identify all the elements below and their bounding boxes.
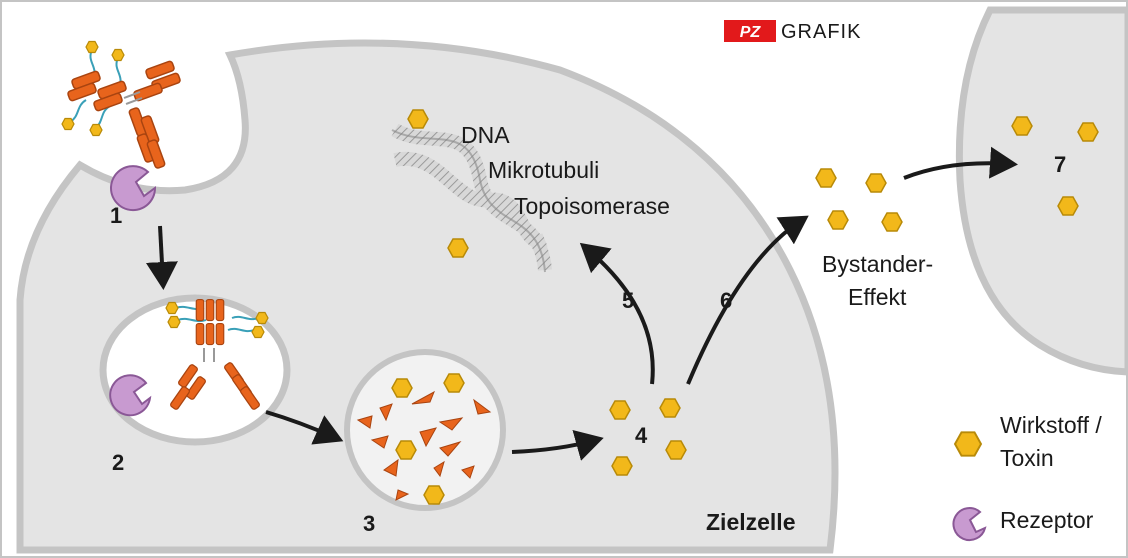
bystander-label-line2: Effekt (848, 284, 907, 310)
arrow-4-5 (579, 242, 655, 385)
adc-antibody-icon (61, 40, 182, 170)
legend-drug-icon (954, 431, 982, 457)
drug-icon (1011, 116, 1033, 136)
drug-icon (1057, 196, 1079, 216)
arrow-1-2 (145, 225, 178, 290)
drug-icon (423, 485, 445, 505)
arrow-4-6 (686, 215, 809, 385)
step-4-label: 4 (635, 423, 648, 448)
legend: Wirkstoff / Toxin Rezeptor (952, 412, 1102, 542)
neighbour-cell (955, 6, 1128, 376)
target-dna-label: DNA (461, 122, 510, 148)
receptor-icon-step1 (110, 165, 157, 212)
degraded-antibody-fragments-icon (356, 390, 492, 501)
step-5-label: 5 (622, 288, 634, 313)
step-7-label: 7 (1054, 152, 1066, 177)
legend-receptor-label: Rezeptor (1000, 507, 1094, 533)
dna-helix-icon (391, 123, 552, 273)
target-microtubules-label: Mikrotubuli (488, 157, 599, 183)
step-6-label: 6 (720, 288, 732, 313)
arrow-3-4 (511, 429, 604, 461)
target-topoisomerase-label: Topoisomerase (514, 193, 670, 219)
receptor-icon-step2 (109, 374, 152, 417)
drug-icon (611, 456, 633, 476)
drug-icon (447, 238, 469, 258)
step-3-label: 3 (363, 511, 375, 536)
lysosome (344, 349, 506, 511)
drug-icon (443, 373, 465, 393)
drug-icon (609, 400, 631, 420)
bystander-label-line1: Bystander- (822, 251, 933, 277)
step-2-label: 2 (112, 450, 124, 475)
drug-icon (407, 109, 429, 129)
drug-icon (827, 210, 849, 230)
drug-icon (391, 378, 413, 398)
drug-icon (1077, 122, 1099, 142)
legend-drug-label-line2: Toxin (1000, 445, 1054, 471)
drug-icon (395, 440, 417, 460)
drug-icon (815, 168, 837, 188)
drug-icon (865, 173, 887, 193)
adc-in-endosome-icon (165, 298, 269, 411)
arrow-6-7 (903, 146, 1018, 180)
logo-pz: PZ (740, 24, 762, 41)
legend-drug-label-line1: Wirkstoff / (1000, 412, 1102, 438)
drug-icon (881, 212, 903, 232)
drug-icon (665, 440, 687, 460)
drug-icon (659, 398, 681, 418)
logo-grafik: GRAFIK (781, 21, 861, 43)
target-cell-label: Zielzelle (706, 509, 795, 535)
legend-receptor-icon (952, 507, 987, 542)
arrow-2-3 (265, 410, 344, 445)
pz-grafik-logo: PZ GRAFIK (724, 20, 861, 43)
step-1-label: 1 (110, 203, 122, 228)
